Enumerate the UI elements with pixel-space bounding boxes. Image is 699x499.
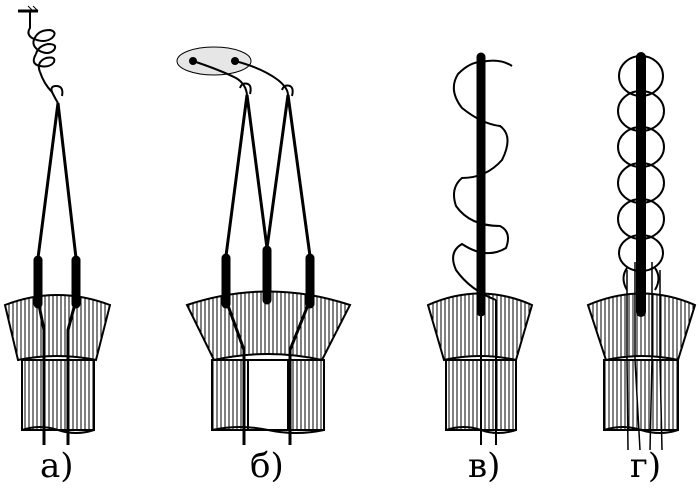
glass-body-g <box>586 292 697 434</box>
assembly-b <box>176 46 352 445</box>
assembly-v <box>426 52 534 445</box>
caption-a: а) <box>40 446 74 486</box>
lead-wires-b <box>224 299 312 445</box>
filament-coil-a <box>18 5 64 104</box>
glass-body-a <box>3 294 112 434</box>
support-wires-b <box>224 94 312 257</box>
glass-body-b <box>185 290 352 434</box>
caption-v: в) <box>468 446 501 486</box>
helical-wire-v <box>452 59 513 301</box>
caption-g: г) <box>630 446 662 486</box>
insulator-bead-b <box>176 46 294 97</box>
lead-wires-g <box>626 262 663 451</box>
electrodes-a <box>33 255 81 309</box>
support-wires-a <box>36 102 78 259</box>
assembly-g <box>586 52 697 451</box>
coil-loops-g <box>617 55 665 291</box>
lead-wires-v <box>480 300 497 445</box>
electrodes-b <box>221 245 315 309</box>
caption-b: б) <box>250 446 284 486</box>
assembly-a <box>3 5 112 445</box>
lead-wires-a <box>36 299 78 445</box>
